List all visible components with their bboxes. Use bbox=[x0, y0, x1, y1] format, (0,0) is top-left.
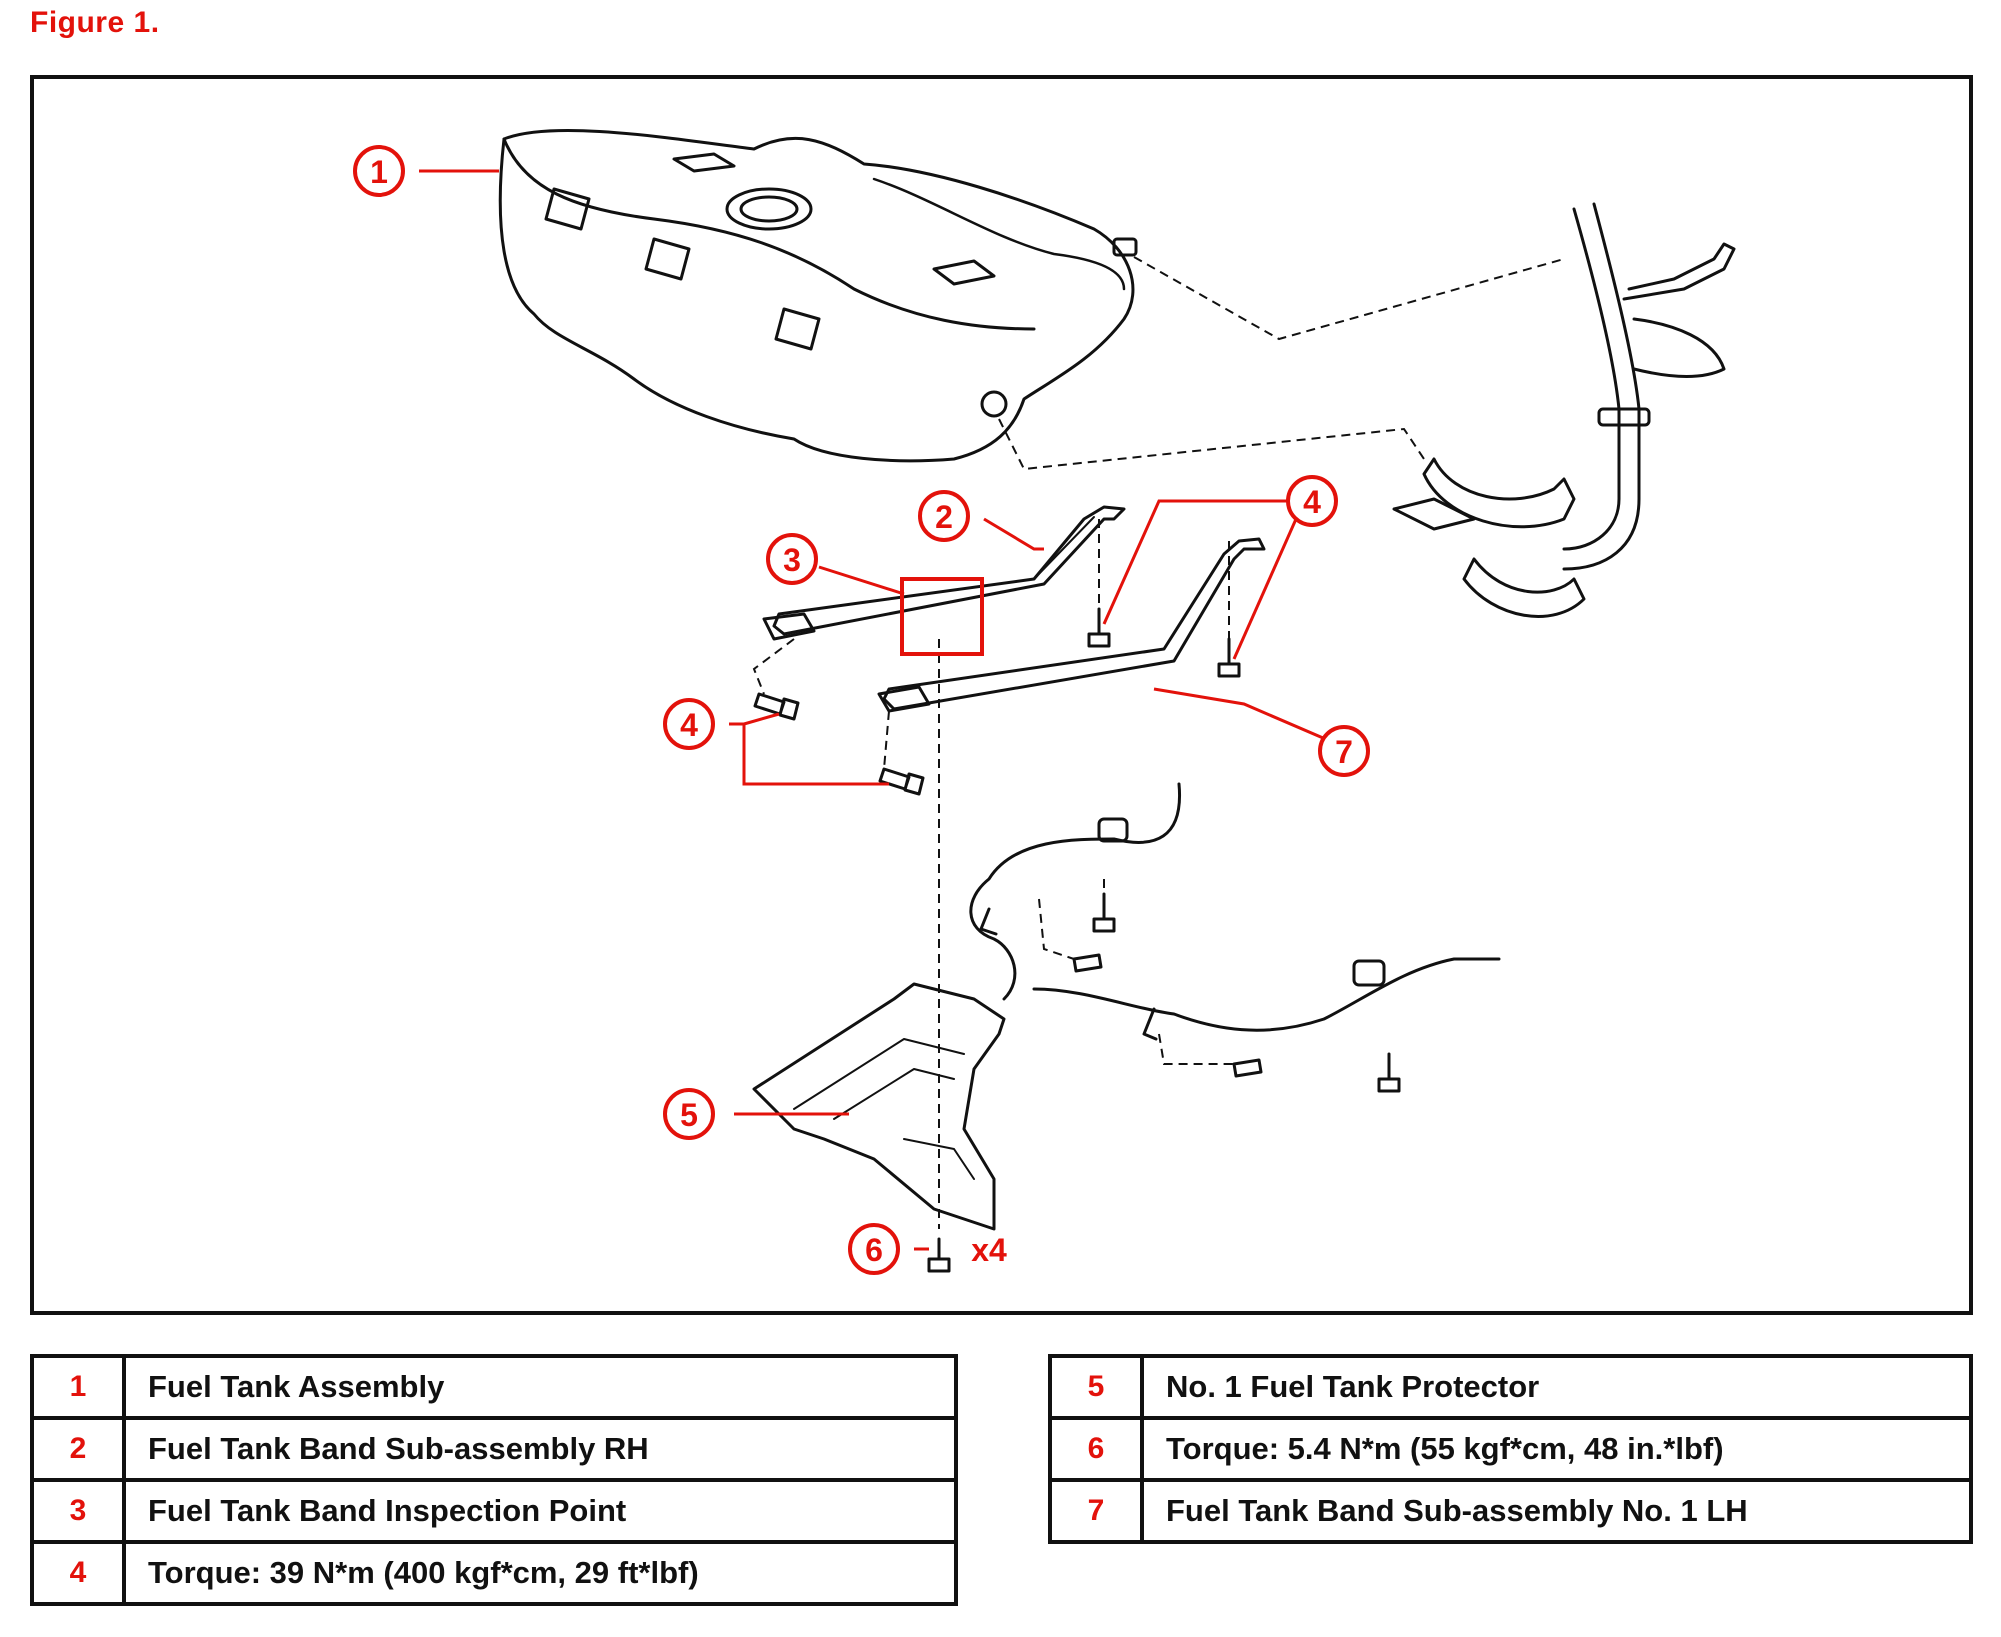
legend-number: 7 bbox=[1048, 1478, 1144, 1544]
callout-6: 6 bbox=[865, 1232, 883, 1268]
legend-row: 7 Fuel Tank Band Sub-assembly No. 1 LH bbox=[1048, 1478, 1973, 1544]
callout-4-lower: 4 bbox=[680, 707, 698, 743]
legend-number: 3 bbox=[30, 1478, 126, 1544]
legend-row: 4 Torque: 39 N*m (400 kgf*cm, 29 ft*lbf) bbox=[30, 1540, 958, 1606]
quantity-label: x4 bbox=[971, 1232, 1007, 1268]
filler-pipe-drawing bbox=[1392, 202, 1736, 618]
callout-1: 1 bbox=[370, 154, 388, 190]
legend-description: Fuel Tank Band Sub-assembly RH bbox=[122, 1416, 958, 1482]
alignment-guides bbox=[752, 256, 1565, 1229]
diagram-frame: 1 2 3 4 4 7 5 6 x4 bbox=[30, 75, 1973, 1315]
legend-number: 4 bbox=[30, 1540, 126, 1606]
inspection-point-box bbox=[900, 577, 984, 656]
bolts-drawing bbox=[753, 607, 1401, 1273]
legend-row: 5 No. 1 Fuel Tank Protector bbox=[1048, 1354, 1973, 1420]
legend-row: 3 Fuel Tank Band Inspection Point bbox=[30, 1478, 958, 1544]
legend-description: Fuel Tank Band Sub-assembly No. 1 LH bbox=[1140, 1478, 1973, 1544]
figure-title: Figure 1. bbox=[30, 6, 160, 39]
band-rh-drawing bbox=[762, 505, 1126, 641]
legend-description: Torque: 5.4 N*m (55 kgf*cm, 48 in.*lbf) bbox=[1140, 1416, 1973, 1482]
callout-leaders bbox=[419, 169, 1345, 1251]
legend-row: 6 Torque: 5.4 N*m (55 kgf*cm, 48 in.*lbf… bbox=[1048, 1416, 1973, 1482]
exploded-parts-diagram: 1 2 3 4 4 7 5 6 x4 bbox=[353, 128, 1736, 1275]
callout-circles bbox=[353, 145, 1370, 1275]
fuel-tank-drawing bbox=[498, 128, 1138, 463]
legend-description: No. 1 Fuel Tank Protector bbox=[1140, 1354, 1973, 1420]
callout-4-upper: 4 bbox=[1303, 484, 1321, 520]
legend-row: 2 Fuel Tank Band Sub-assembly RH bbox=[30, 1416, 958, 1482]
legend-row: 1 Fuel Tank Assembly bbox=[30, 1354, 958, 1420]
callout-7: 7 bbox=[1335, 734, 1353, 770]
callout-2: 2 bbox=[935, 499, 953, 535]
legend-description: Fuel Tank Band Inspection Point bbox=[122, 1478, 958, 1544]
tank-protector-drawing bbox=[752, 982, 1006, 1231]
legend-description: Torque: 39 N*m (400 kgf*cm, 29 ft*lbf) bbox=[122, 1540, 958, 1606]
legend-number: 2 bbox=[30, 1416, 126, 1482]
legend-table-right: 5 No. 1 Fuel Tank Protector 6 Torque: 5.… bbox=[1048, 1354, 1973, 1544]
legend-table-left: 1 Fuel Tank Assembly 2 Fuel Tank Band Su… bbox=[30, 1354, 958, 1606]
legend-number: 6 bbox=[1048, 1416, 1144, 1482]
band-lh-drawing bbox=[877, 537, 1266, 713]
legend-number: 1 bbox=[30, 1354, 126, 1420]
callout-3: 3 bbox=[783, 542, 801, 578]
legend-number: 5 bbox=[1048, 1354, 1144, 1420]
legend-description: Fuel Tank Assembly bbox=[122, 1354, 958, 1420]
callout-5: 5 bbox=[680, 1097, 698, 1133]
brake-cable-drawing bbox=[969, 782, 1501, 1041]
